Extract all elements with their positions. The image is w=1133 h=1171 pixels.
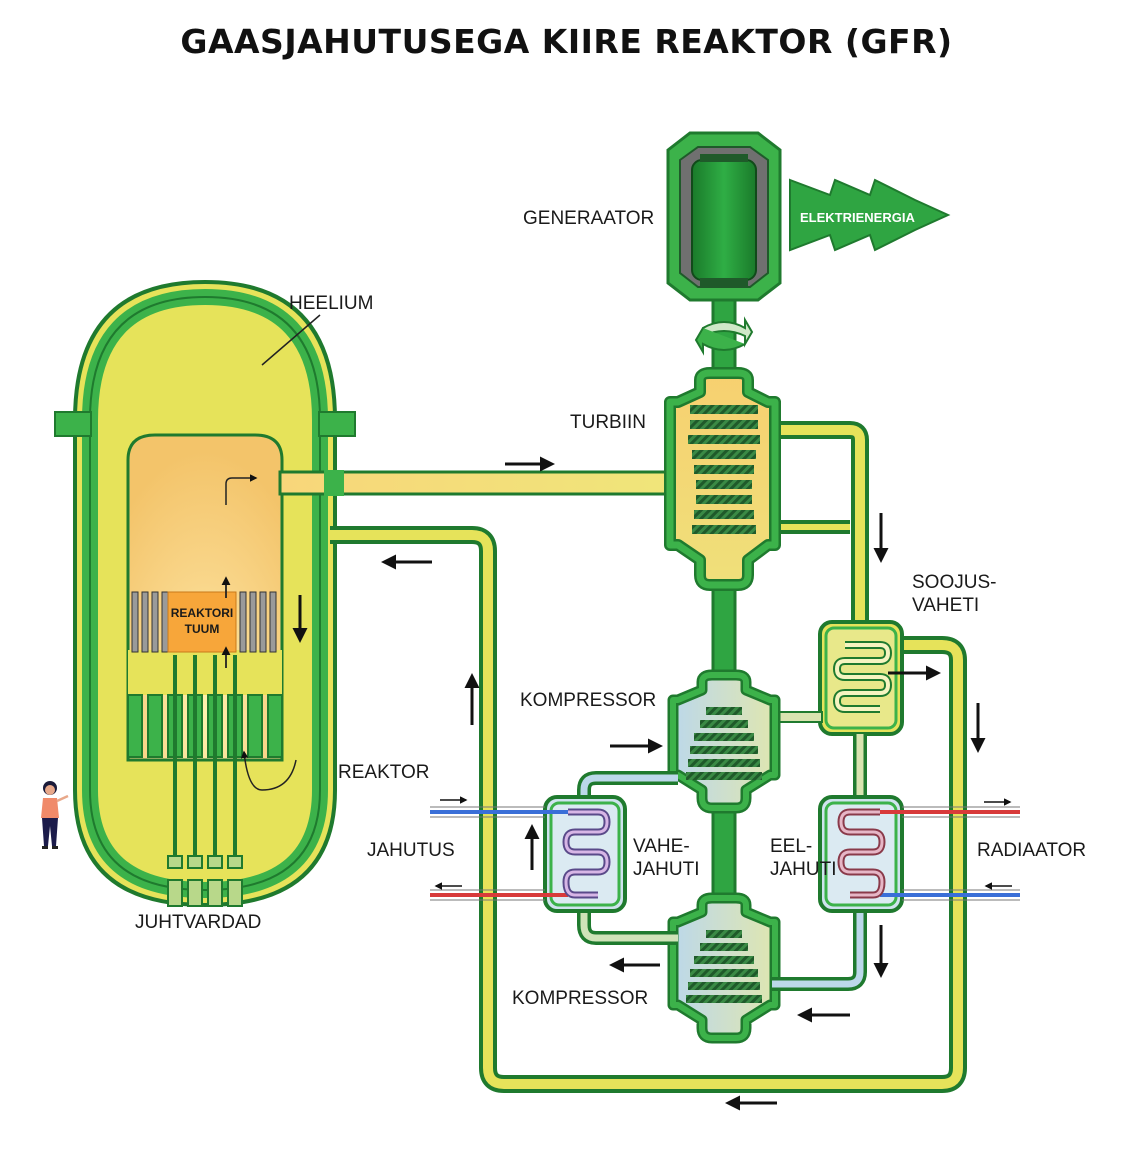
turbine-label: TURBIIN [570,412,646,433]
control-rods-label: JUHTVARDAD [135,912,262,933]
return-pipe [330,526,967,1093]
reactor-label: REAKTOR [338,762,430,783]
compressor-bottom-label: KOMPRESSOR [512,988,649,1009]
intercooler-label-line2: JAHUTI [633,859,700,880]
precooler-label-line2: JAHUTI [770,859,837,880]
heat-exchanger-label-line1: SOOJUS- [912,572,997,593]
compressor-top-label: KOMPRESSOR [520,690,657,711]
core-label-line1: REAKTORI [170,606,234,620]
electricity-arrow [789,178,951,252]
person-icon [41,781,69,849]
turbine [664,367,781,591]
radiator-label: RADIAATOR [977,840,1087,861]
generator [666,131,782,302]
precooler [818,795,1020,913]
hot-gas-pipe [278,470,682,496]
heat-exchanger [769,620,904,736]
flow-arrows [381,456,1012,1111]
reactor-core [167,591,237,653]
intercooler [430,795,627,913]
cooling-pipes [577,734,867,991]
intercooler-label-line1: VAHE- [633,836,690,857]
generator-label: GENERAATOR [523,208,655,229]
compressor-bottom [667,892,781,1044]
reactor-vessel [54,279,356,908]
compressor-top [667,669,781,814]
page-title: GAASJAHUTUSEGA KIIRE REAKTOR (GFR) [180,22,953,61]
control-rods [167,855,243,907]
core-label-line2: TUUM [184,622,220,636]
electricity-label: ELEKTRIENERGIA [800,210,915,225]
cooling-label: JAHUTUS [367,840,455,861]
precooler-label-line1: EEL- [770,836,813,857]
turbine-bypass-pipe [770,421,869,626]
heat-exchanger-label-line2: VAHETI [912,595,980,616]
rotation-icon [694,316,754,356]
helium-label: HEELIUM [289,293,374,314]
